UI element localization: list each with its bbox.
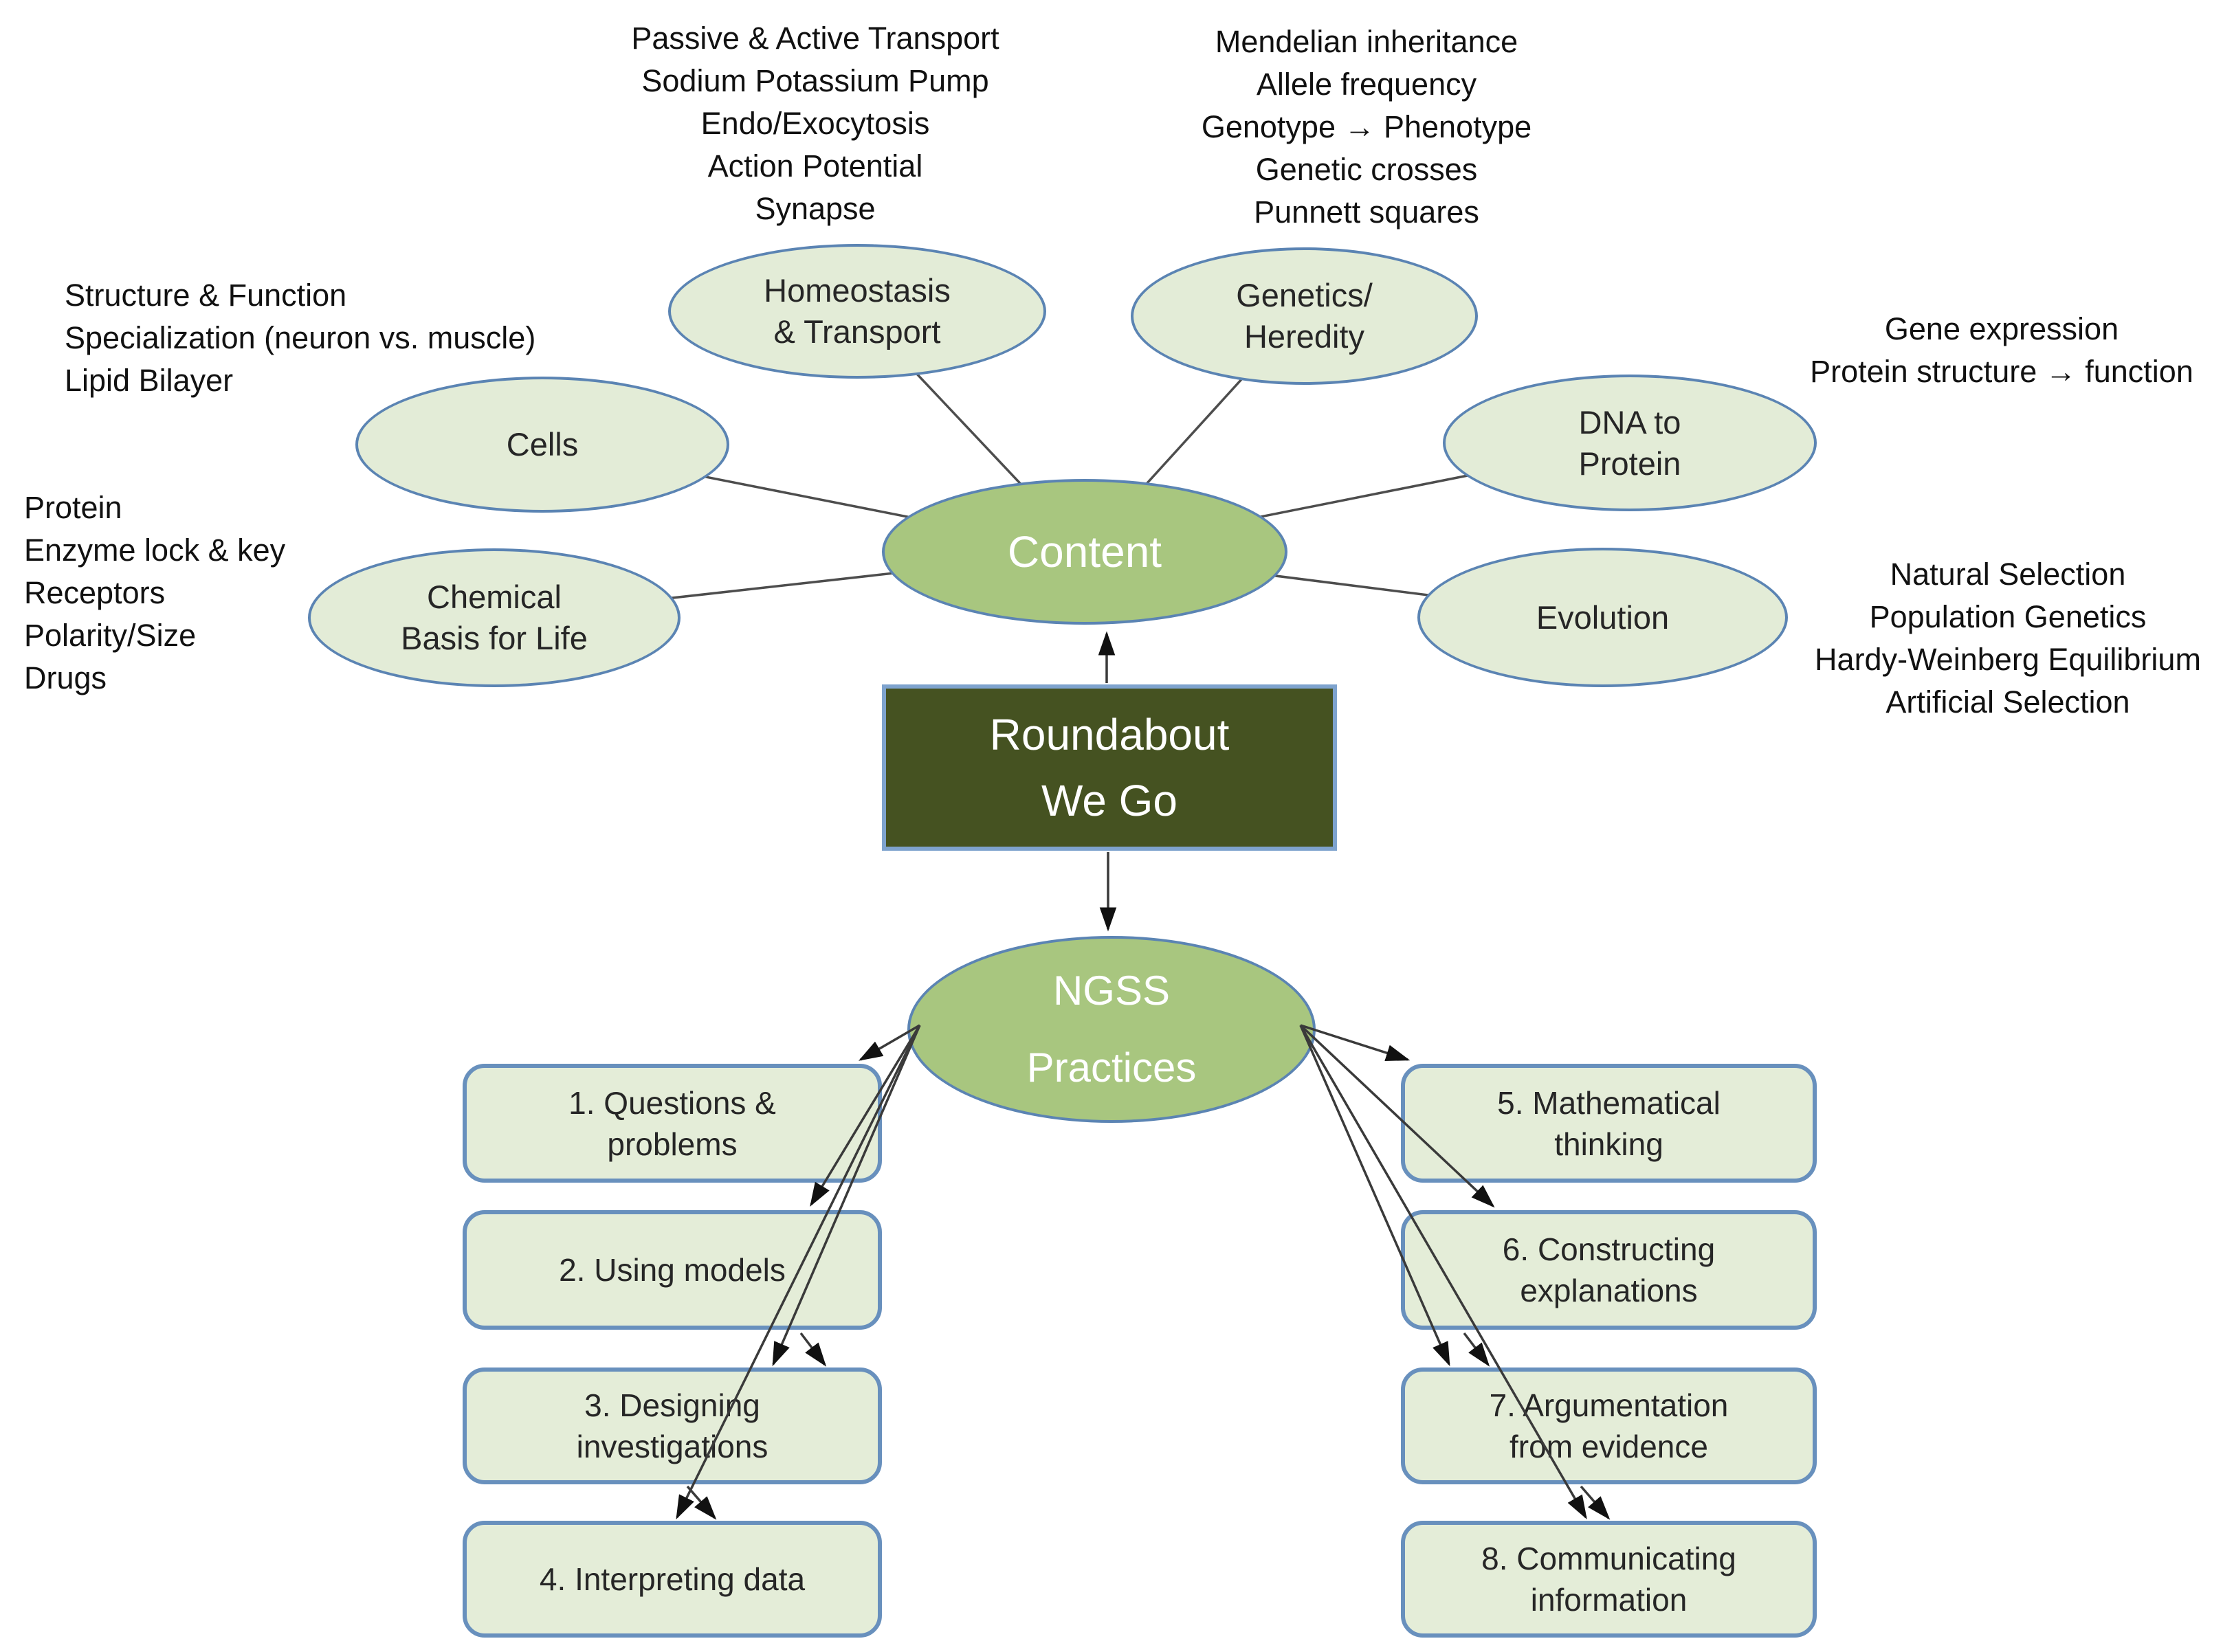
- node-cells: Cells: [355, 377, 729, 513]
- node-genetics-heredity: Genetics/Heredity: [1131, 247, 1478, 385]
- practice-box-1-questions-problems: 1. Questions &problems: [463, 1064, 882, 1183]
- node-evolution: Evolution: [1417, 548, 1788, 687]
- node-homeostasis-transport: Homeostasis& Transport: [668, 244, 1046, 379]
- practice-box-2-using-models: 2. Using models: [463, 1210, 882, 1330]
- hub-content: Content: [882, 479, 1287, 625]
- practice-box-4-interpreting-data: 4. Interpreting data: [463, 1521, 882, 1638]
